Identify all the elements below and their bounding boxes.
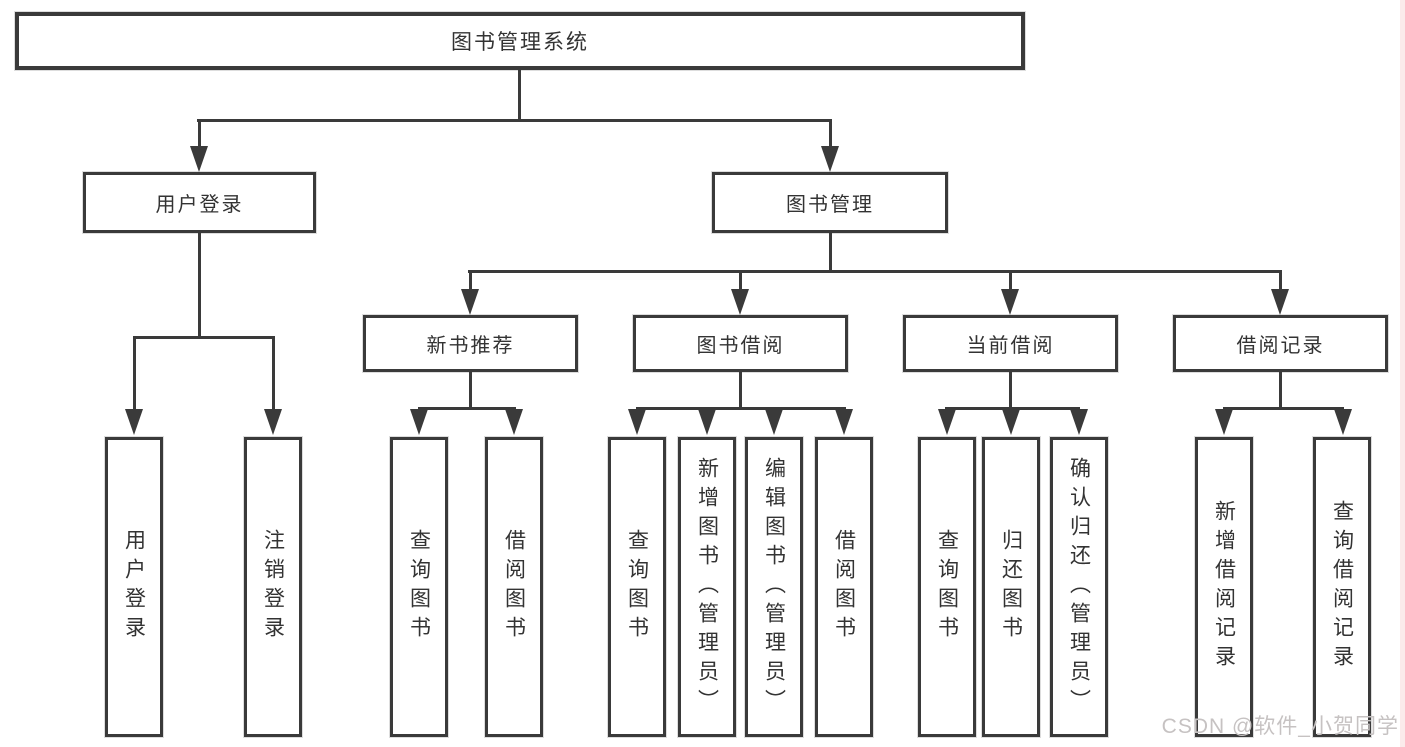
arrow-down-icon: [1070, 409, 1088, 435]
leaf-label: 查询图书: [625, 529, 649, 645]
connector-to-login-leaf: [133, 336, 136, 410]
arrow-down-icon: [765, 409, 783, 435]
arrow-down-icon: [1271, 289, 1289, 315]
arrow-down-icon: [1334, 409, 1352, 435]
csdn-watermark: CSDN @软件_小贺同学: [1161, 715, 1399, 738]
connector-manage-splitter: [468, 270, 1282, 273]
connector-borrow-splitter: [636, 407, 846, 410]
connector-to-current: [1009, 270, 1012, 290]
connector-recommend-stem: [469, 372, 472, 409]
leaf-label: 注销登录: [261, 529, 285, 645]
right-edge-tint: [1400, 0, 1405, 747]
connector-to-book-management: [829, 119, 832, 151]
connector-current-stem: [1009, 372, 1012, 409]
arrow-down-icon: [1001, 289, 1019, 315]
arrow-down-icon: [190, 146, 208, 172]
node-current-borrowing: 当前借阅: [903, 315, 1118, 372]
leaf-label: 查询图书: [407, 529, 431, 645]
arrow-down-icon: [731, 289, 749, 315]
arrow-down-icon: [125, 409, 143, 435]
node-borrow-records: 借阅记录: [1173, 315, 1388, 372]
arrow-down-icon: [938, 409, 956, 435]
connector-current-splitter: [945, 407, 1080, 410]
connector-to-logout-leaf: [272, 336, 275, 410]
connector-to-user-login: [198, 119, 201, 151]
leaf-confirm-return-admin: 确认归还（管理员）: [1050, 437, 1108, 737]
leaf-label: 借阅图书: [832, 529, 856, 645]
arrow-down-icon: [461, 289, 479, 315]
node-label: 图书借阅: [696, 335, 785, 357]
node-label: 用户登录: [155, 194, 244, 216]
connector-root-splitter: [197, 119, 832, 122]
arrow-down-icon: [698, 409, 716, 435]
node-new-book-recommend: 新书推荐: [363, 315, 578, 372]
leaf-label: 确认归还（管理员）: [1067, 456, 1091, 718]
leaf-borrow-books: 借阅图书: [815, 437, 873, 737]
connector-records-stem: [1279, 372, 1282, 409]
node-user-login: 用户登录: [83, 172, 316, 233]
connector-borrow-stem: [739, 372, 742, 409]
arrow-down-icon: [835, 409, 853, 435]
node-label: 新书推荐: [426, 335, 515, 357]
connector-root-stem: [518, 70, 521, 121]
connector-recommend-splitter: [418, 407, 516, 410]
leaf-query-books-current: 查询图书: [918, 437, 976, 737]
connector-login-stem: [198, 233, 201, 338]
leaf-label: 用户登录: [122, 529, 146, 645]
leaf-label: 归还图书: [999, 529, 1023, 645]
leaf-label: 查询借阅记录: [1330, 500, 1354, 674]
leaf-label: 编辑图书（管理员）: [762, 456, 786, 718]
arrow-down-icon: [505, 409, 523, 435]
leaf-return-books: 归还图书: [982, 437, 1040, 737]
arrow-down-icon: [264, 409, 282, 435]
leaf-user-login: 用户登录: [105, 437, 163, 737]
connector-to-records: [1279, 270, 1282, 290]
arrow-down-icon: [1002, 409, 1020, 435]
leaf-label: 新增借阅记录: [1212, 500, 1236, 674]
node-label: 当前借阅: [966, 335, 1055, 357]
leaf-label: 新增图书（管理员）: [695, 456, 719, 718]
leaf-logout: 注销登录: [244, 437, 302, 737]
leaf-label: 查询图书: [935, 529, 959, 645]
leaf-add-books-admin: 新增图书（管理员）: [678, 437, 736, 737]
arrow-down-icon: [821, 146, 839, 172]
connector-manage-stem: [829, 233, 832, 273]
leaf-label: 借阅图书: [502, 529, 526, 645]
node-label: 图书管理系统: [451, 31, 589, 54]
arrow-down-icon: [1215, 409, 1233, 435]
leaf-add-borrow-record: 新增借阅记录: [1195, 437, 1253, 737]
leaf-query-books-recommend: 查询图书: [390, 437, 448, 737]
node-book-borrowing: 图书借阅: [633, 315, 848, 372]
connector-to-borrow: [739, 270, 742, 290]
leaf-query-books-borrow: 查询图书: [608, 437, 666, 737]
connector-records-splitter: [1223, 407, 1344, 410]
node-book-management: 图书管理: [712, 172, 948, 233]
connector-login-splitter: [133, 336, 275, 339]
connector-to-recommend: [469, 270, 472, 290]
arrow-down-icon: [410, 409, 428, 435]
leaf-edit-books-admin: 编辑图书（管理员）: [745, 437, 803, 737]
node-label: 图书管理: [786, 194, 874, 216]
node-label: 借阅记录: [1236, 335, 1325, 357]
leaf-borrow-books-recommend: 借阅图书: [485, 437, 543, 737]
arrow-down-icon: [628, 409, 646, 435]
leaf-query-borrow-record: 查询借阅记录: [1313, 437, 1371, 737]
node-library-management-system: 图书管理系统: [15, 12, 1025, 70]
